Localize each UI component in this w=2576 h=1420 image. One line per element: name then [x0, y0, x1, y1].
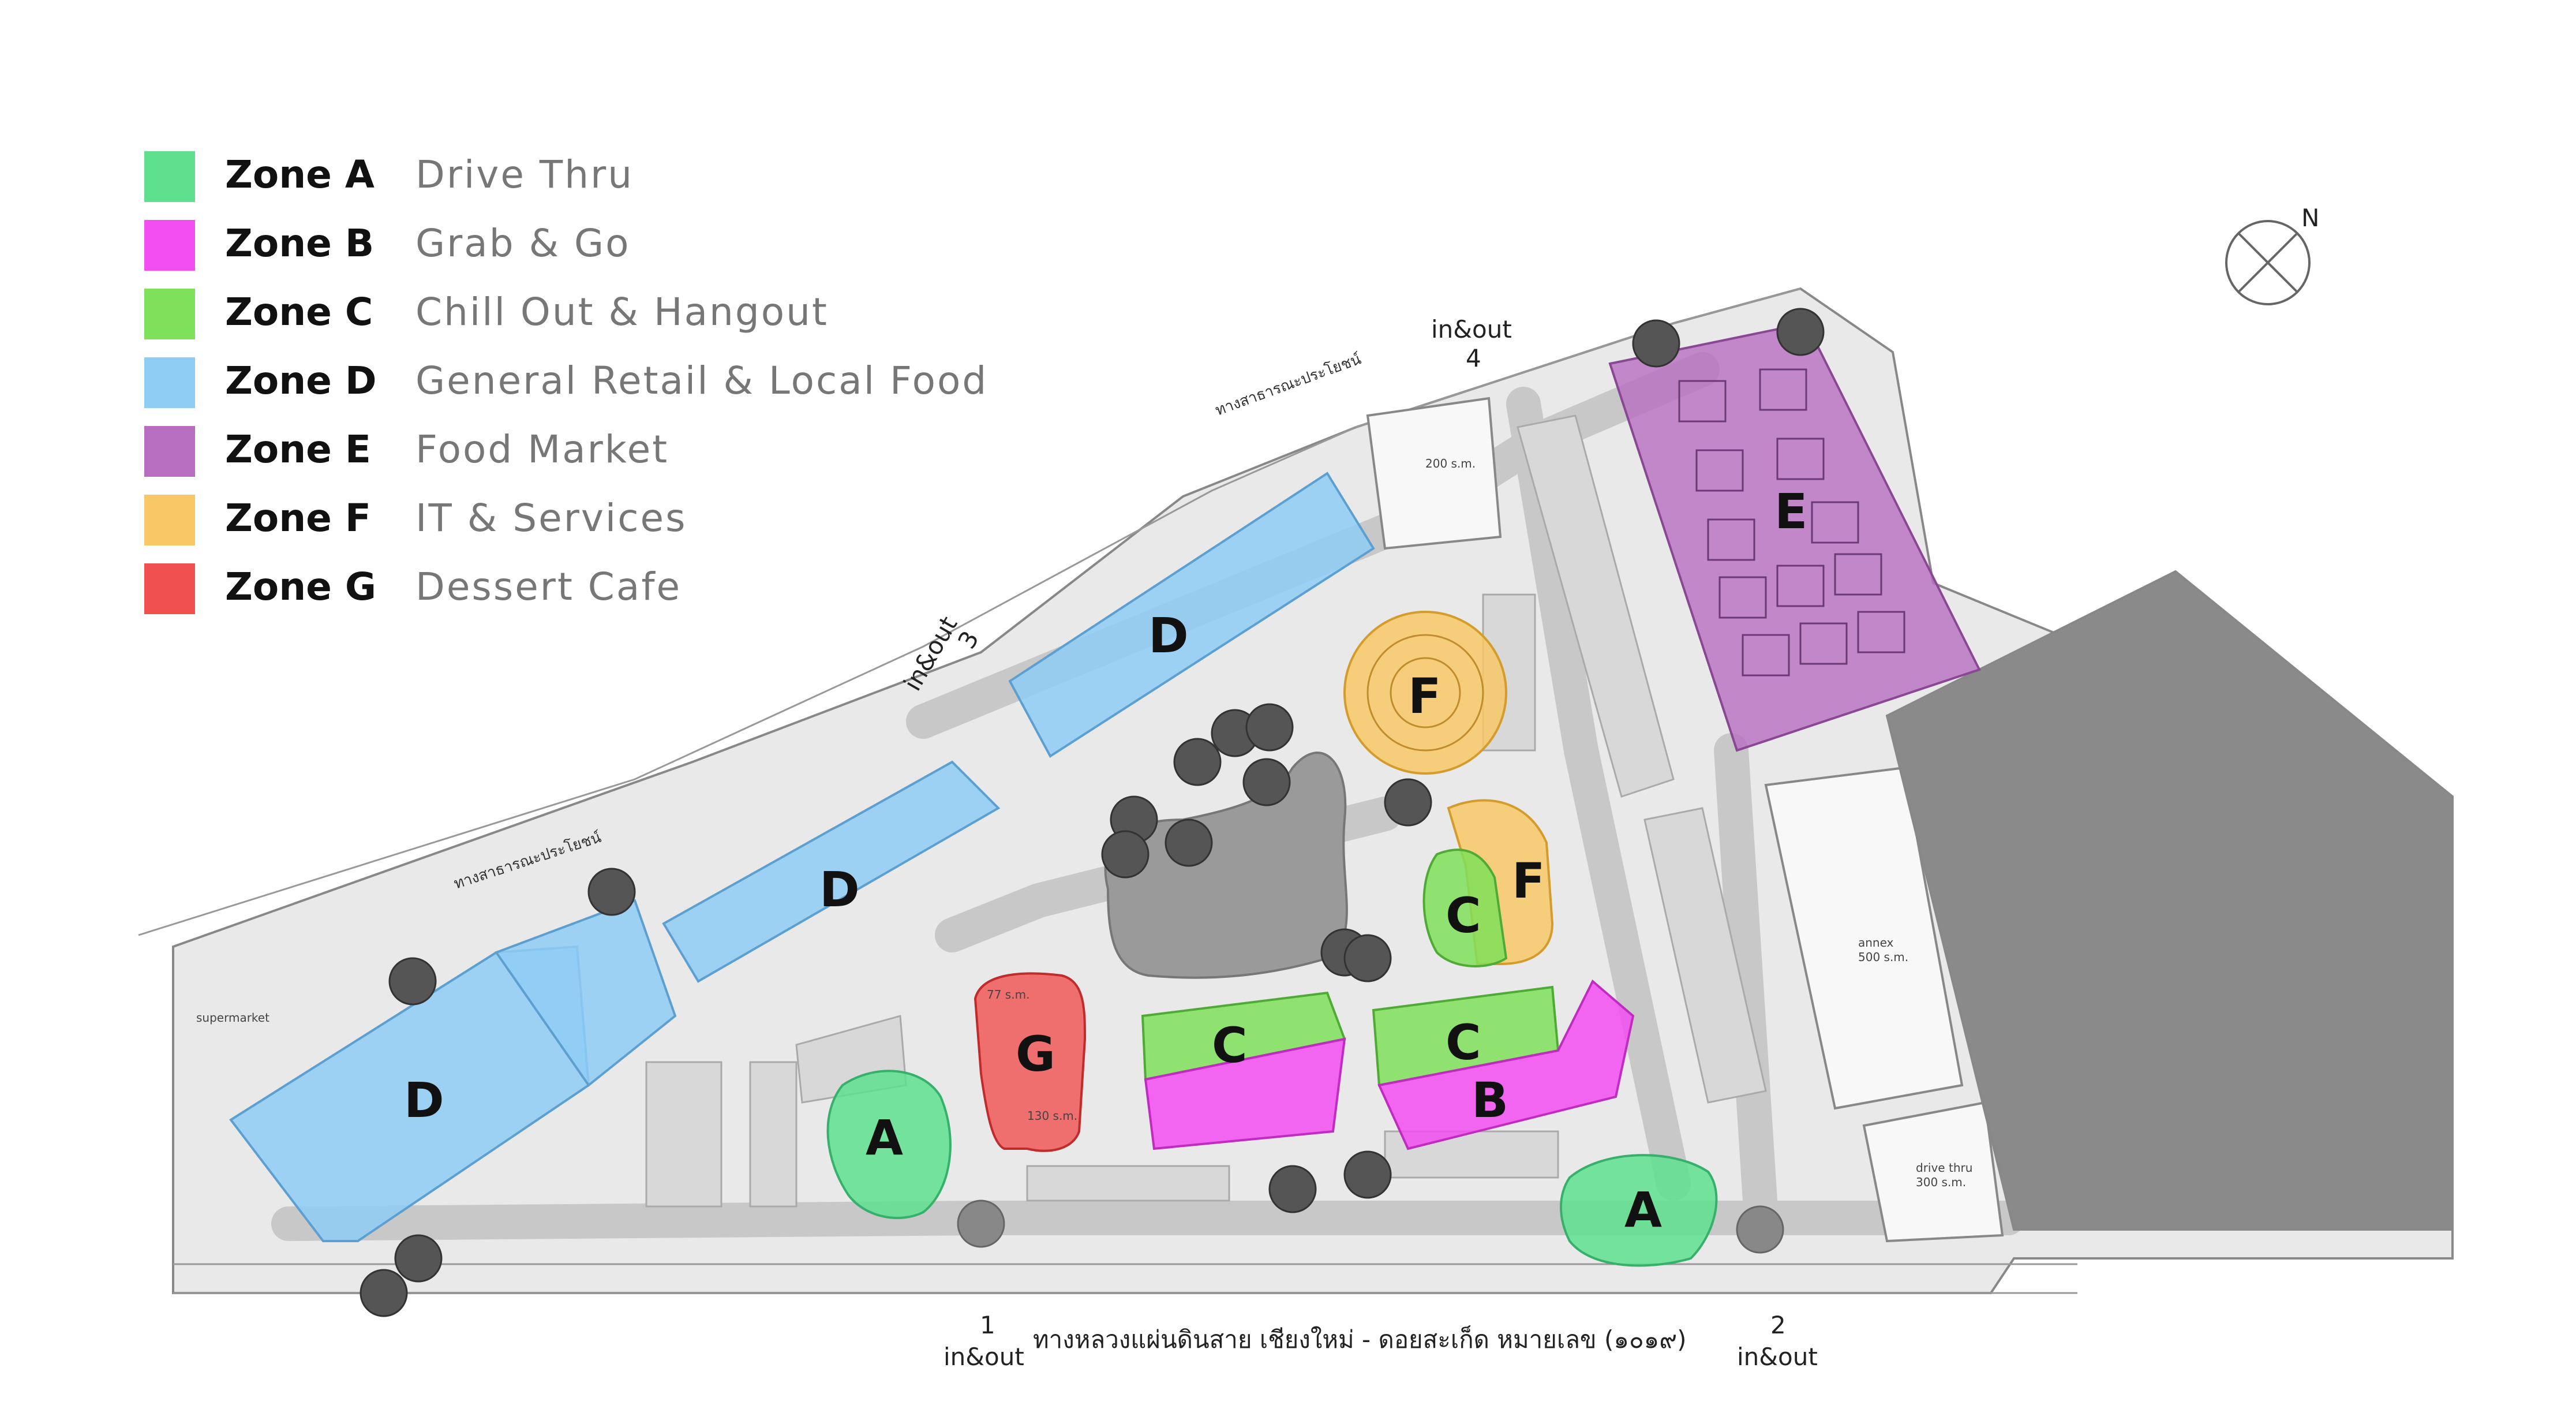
area-labels: supermarket annex 500 s.m. drive thru 30…	[196, 457, 1972, 1189]
svg-text:in&out: in&out	[1737, 1343, 1818, 1371]
compass	[2225, 220, 2311, 305]
zone-e-area	[1608, 322, 1981, 752]
zone-label-c-2: C	[1212, 1017, 1248, 1074]
legend-zone-description: Chill Out & Hangout	[415, 290, 829, 334]
drive-thru-area-label: 300 s.m.	[1916, 1175, 1966, 1189]
zone-labels: D D D E F F C C C B A A G	[404, 483, 1807, 1238]
zone-g-area-label-1: 77 s.m.	[987, 988, 1029, 1002]
roundabouts	[957, 1199, 1784, 1254]
trees	[360, 308, 1825, 1317]
legend-zone-description: Drive Thru	[415, 152, 634, 197]
svg-text:2: 2	[1770, 1311, 1786, 1339]
legend-zone-description: General Retail & Local Food	[415, 358, 989, 403]
legend-zone-name: Zone A	[225, 152, 375, 197]
svg-text:1: 1	[980, 1311, 995, 1339]
zone-label-b: B	[1472, 1072, 1508, 1128]
legend-zone-name: Zone C	[225, 290, 373, 334]
road-edges	[138, 287, 2077, 1294]
legend-zone-description: Grab & Go	[415, 221, 631, 266]
legend-zone-name: Zone G	[225, 565, 377, 609]
drive-thru-building	[1862, 1101, 2004, 1243]
legend-swatch	[144, 289, 195, 339]
zone-label-d-3: D	[1148, 607, 1189, 664]
svg-text:4: 4	[1466, 344, 1481, 372]
legend-zone-description: IT & Services	[415, 496, 687, 540]
zone-f-rings	[1366, 634, 1484, 752]
supermarket-label: supermarket	[196, 1011, 269, 1025]
entrance-4: in&out 4	[1431, 315, 1512, 372]
legend-swatch	[144, 495, 195, 545]
top-building	[1366, 397, 1502, 550]
legend-zone-name: Zone D	[225, 358, 377, 403]
svg-text:in&out: in&out	[943, 1343, 1024, 1371]
legend-zone-name: Zone B	[225, 221, 375, 266]
annex-label: annex	[1858, 936, 1894, 950]
entrance-1: 1 in&out	[943, 1311, 1024, 1371]
annex-area-label: 500 s.m.	[1858, 950, 1908, 964]
legend-swatch	[144, 426, 195, 477]
zone-label-e: E	[1774, 483, 1807, 540]
legend-swatch	[144, 151, 195, 202]
zone-c-areas	[1141, 849, 1560, 1087]
zone-a-areas	[826, 1070, 1718, 1267]
legend-zone-description: Dessert Cafe	[415, 565, 682, 609]
zone-label-c-1: C	[1446, 887, 1481, 944]
top-building-area-label: 200 s.m.	[1425, 457, 1476, 470]
legend-swatch	[144, 220, 195, 271]
zone-label-a-1: A	[866, 1109, 903, 1166]
legend-zone-description: Food Market	[415, 427, 669, 472]
zone-b-areas	[1144, 979, 1635, 1150]
legend-zone-name: Zone F	[225, 496, 372, 540]
zone-label-d-1: D	[404, 1072, 444, 1128]
zone-d-areas	[229, 472, 1375, 1242]
zone-label-c-3: C	[1446, 1014, 1481, 1071]
svg-text:3: 3	[952, 626, 984, 654]
neighbor-lot	[1885, 570, 2454, 1231]
compass-north-label: N	[2301, 204, 2319, 232]
zone-label-g: G	[1016, 1026, 1055, 1082]
legend-swatch	[144, 357, 195, 408]
public-road-label-2: ทางสาธารณะประโยชน์	[1213, 350, 1364, 419]
buildings	[1366, 397, 2454, 1243]
entrance-2: 2 in&out	[1737, 1311, 1818, 1371]
zone-g-area-label-2: 130 s.m.	[1027, 1109, 1077, 1123]
zone-label-a-2: A	[1624, 1182, 1662, 1238]
zone-label-f-1: F	[1408, 668, 1441, 724]
drive-thru-label: drive thru	[1916, 1161, 1972, 1175]
zone-label-d-2: D	[819, 861, 860, 918]
legend-swatch	[144, 563, 195, 614]
svg-text:in&out: in&out	[1431, 315, 1512, 343]
main-road-label: ทางหลวงแผ่นดินสาย เชียงใหม่ - ดอยสะเก็ด …	[1033, 1325, 1686, 1354]
annex-building	[1764, 766, 1964, 1110]
zone-g-area	[974, 972, 1087, 1152]
legend-zone-name: Zone E	[225, 427, 372, 472]
zone-label-f-2: F	[1512, 853, 1545, 909]
